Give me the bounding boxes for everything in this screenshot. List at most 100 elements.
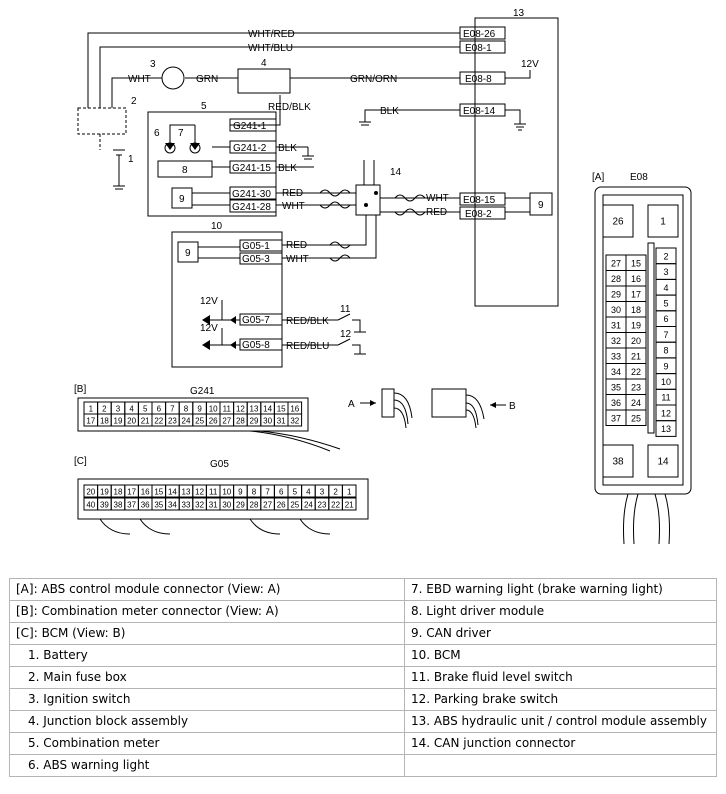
terminal-e08-2: E08-2: [465, 209, 492, 220]
connector-b-pin: 21: [141, 417, 150, 426]
connector-c-pin: 20: [86, 488, 95, 497]
wire-label-red-blk-2: RED/BLK: [286, 316, 329, 327]
callout-12: 12: [340, 329, 352, 340]
connector-b-pin: 22: [154, 417, 163, 426]
legend-right-cell: [404, 754, 717, 777]
wire-label-red-2: RED: [426, 207, 447, 218]
wire-label-red-3: RED: [286, 240, 307, 251]
legend-row: 6. ABS warning light: [9, 754, 717, 777]
can-junction-connector: [355, 184, 381, 216]
connector-b-pin-cell: [287, 413, 303, 427]
terminal-g241-30: G241-30: [232, 189, 271, 200]
callout-14: 14: [390, 167, 402, 178]
connector-c-pin: 11: [209, 488, 218, 497]
connector-c-pin: 9: [238, 488, 243, 497]
connector-b-pin: 13: [250, 405, 259, 414]
connector-a-pin: 38: [612, 457, 624, 468]
connector-c-pin: 30: [222, 501, 231, 510]
legend-left-cell: 1. Battery: [9, 644, 405, 667]
connector-b-pin: 26: [209, 417, 218, 426]
wire-label-wht-3: WHT: [426, 193, 449, 204]
connector-a-pin: 30: [611, 305, 621, 315]
wire-label-red-blk: RED/BLK: [268, 102, 311, 113]
connector-a-pin: 29: [611, 289, 621, 299]
terminal-g05-8: G05-8: [242, 340, 270, 351]
terminal-g05-3: G05-3: [242, 254, 270, 265]
connector-b-pin: 6: [157, 405, 162, 414]
connector-c-pin-cell: [341, 484, 357, 498]
connector-c-pin: 22: [331, 501, 340, 510]
connector-a-pin: 11: [661, 393, 670, 403]
terminal-e08-1: E08-1: [465, 43, 492, 54]
terminal-g241-2: G241-2: [233, 143, 267, 154]
legend-row: [C]: BCM (View: B)9. CAN driver: [9, 622, 717, 645]
connector-b-pin: 27: [222, 417, 231, 426]
connector-b-pin: 12: [236, 405, 245, 414]
legend-left-cell: 5. Combination meter: [9, 732, 405, 755]
connector-a-pin: 32: [611, 336, 621, 346]
connector-c-pin: 37: [127, 501, 136, 510]
ignition-switch: [161, 66, 185, 90]
connector-c-pin: 15: [154, 488, 163, 497]
abs-module-box: [474, 17, 559, 307]
wire-label-red-blu: RED/BLU: [286, 341, 329, 352]
connector-c-pin: 33: [182, 501, 191, 510]
callout-3: 3: [150, 59, 156, 70]
connector-c-pin: 13: [182, 488, 191, 497]
connector-b-pin: 29: [250, 417, 259, 426]
can-driver-bcm-label: 9: [185, 248, 191, 259]
connector-c-pin: 18: [114, 488, 123, 497]
connector-a-pin: 6: [663, 314, 668, 324]
callout-5: 5: [201, 101, 207, 112]
connector-a-pin: 15: [631, 258, 641, 268]
terminal-g05-1: G05-1: [242, 241, 270, 252]
connector-b-pin: 31: [277, 417, 286, 426]
connector-a-pin: 4: [663, 283, 668, 293]
connector-c-pin: 3: [320, 488, 325, 497]
legend-right-cell: 8. Light driver module: [404, 600, 717, 623]
can-driver-abs-label: 9: [538, 200, 544, 211]
connector-a-pin: 24: [631, 398, 641, 408]
connector-b-pin: 7: [170, 405, 175, 414]
legend-left-cell: 6. ABS warning light: [9, 754, 405, 777]
terminal-g241-28: G241-28: [232, 202, 271, 213]
wire-label-blk-3: BLK: [278, 163, 297, 174]
can-driver-meter-label: 9: [179, 194, 185, 205]
connector-c-pin: 16: [141, 488, 150, 497]
connector-a-pin: 34: [611, 367, 621, 377]
view-label-a: A: [348, 399, 355, 410]
connector-a-pin: 8: [663, 346, 668, 356]
connector-a-housing: [594, 186, 692, 495]
connector-b-pin: 1: [89, 405, 94, 414]
connector-a-pin-cell: [625, 409, 647, 426]
callout-11: 11: [340, 304, 351, 315]
legend-left-cell: 3. Ignition switch: [9, 688, 405, 711]
wiring-diagram: WHT/RED WHT/BLU WHT GRN GRN/ORN RED/BLK …: [74, 8, 692, 545]
connector-a-pin: 2: [663, 251, 668, 261]
connector-a-pin: 1: [660, 217, 666, 228]
can-driver-bcm: [177, 241, 199, 263]
connector-c-pin: 32: [195, 501, 204, 510]
connector-b-housing: [77, 397, 309, 432]
callout-10: 10: [211, 221, 223, 232]
connector-a-pin: 14: [657, 457, 669, 468]
connector-b-pin: 15: [277, 405, 286, 414]
terminal-e08-8: E08-8: [465, 74, 492, 85]
connector-a-pin: 19: [631, 320, 641, 330]
connector-a-pin: 5: [663, 298, 668, 308]
connector-c-pin: 29: [236, 501, 245, 510]
connector-b-pin: 3: [116, 405, 121, 414]
connector-b-pin: 32: [290, 417, 299, 426]
legend-right-cell: 11. Brake fluid level switch: [404, 666, 717, 689]
connector-c-pin: 38: [114, 501, 123, 510]
junction-block: [237, 68, 291, 94]
connector-a-pin: 28: [611, 274, 621, 284]
connector-a-pin: 26: [612, 217, 624, 228]
legend-row: [A]: ABS control module connector (View:…: [9, 578, 717, 601]
wire-label-grn: GRN: [196, 74, 218, 85]
connector-c-pin: 25: [290, 501, 299, 510]
